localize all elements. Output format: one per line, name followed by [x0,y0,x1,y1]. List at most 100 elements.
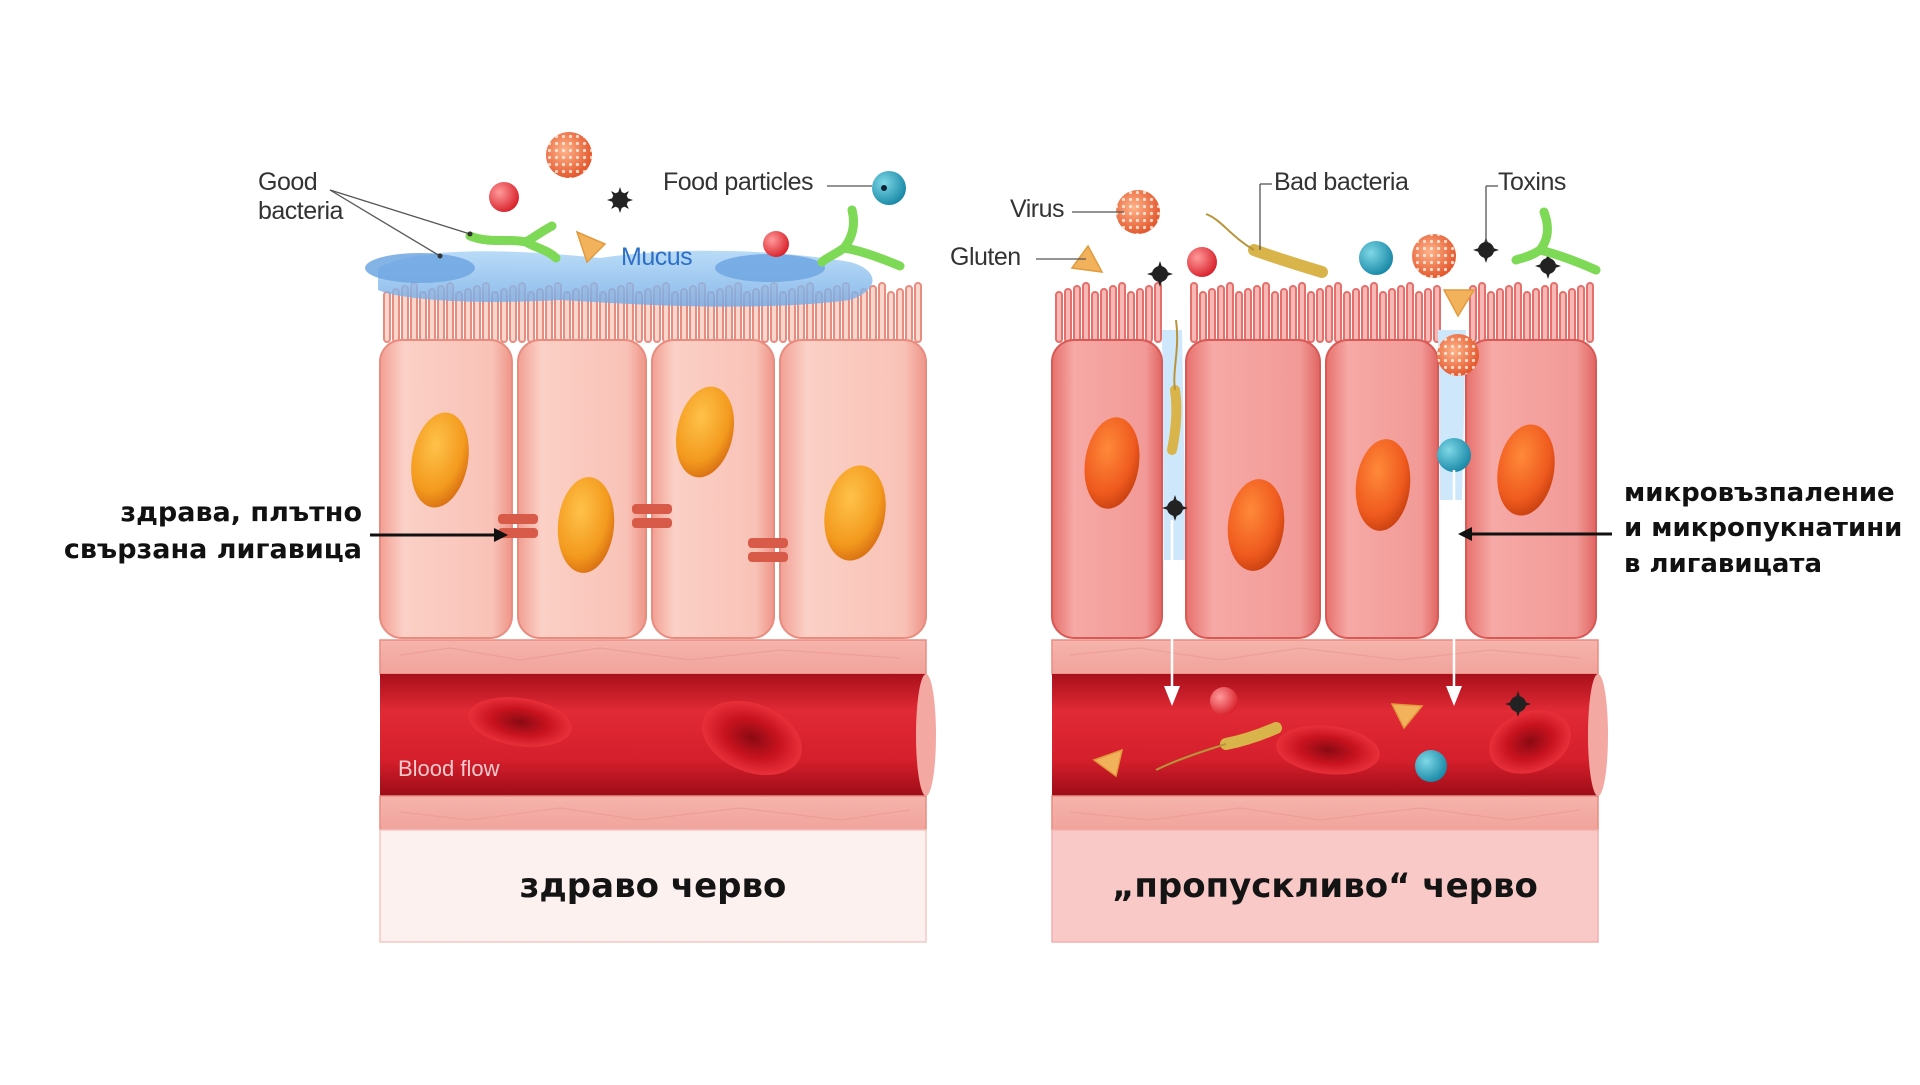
microvillus [1298,282,1306,343]
red-particle [489,182,519,212]
vessel-end [916,674,936,796]
pointer-dot [881,185,887,191]
microvillus [1100,288,1108,343]
food-particles-label: Food particles [663,168,814,196]
gluten-particle [575,230,607,264]
microvillus [1334,282,1342,343]
microvillus [1397,285,1405,343]
mucus-label: Mucus [621,243,693,271]
microvillus [1550,282,1558,343]
cell-nucleus [1084,417,1140,509]
virus-label: Virus [1010,195,1065,223]
red-blood-cell [1489,710,1571,774]
microvillus [878,282,886,343]
microvillus [1568,288,1576,343]
microvillus [1352,288,1360,343]
microvillus [1253,285,1261,343]
red-blood-cell [702,700,802,776]
microvillus [914,282,922,343]
leaky-side-note-line3: в лигавицата [1624,548,1822,579]
cell-nucleus [1355,439,1411,531]
mucus-blob-left [365,253,475,283]
leaky-side-note: микровъзпаление и микропукнатини в лигав… [1624,476,1902,582]
toxin-particle [1162,495,1188,521]
bad-bacteria [1167,385,1182,455]
microvillus [1244,288,1252,343]
cell-nucleus [824,465,886,561]
healthy-side-note-line2: свързана лигавица [63,533,362,565]
virus-texture [546,132,592,178]
mucus-blob-right [715,254,825,282]
gluten-particle [1092,748,1124,778]
microvillus [419,291,427,343]
microvillus [1496,288,1504,343]
good-bacteria [465,221,561,263]
microvillus [1577,285,1585,343]
gluten-label: Gluten [950,243,1021,271]
microvillus [869,285,877,343]
leaky-caption: „пропускливо“ черво [1112,866,1538,906]
red-particle [1210,687,1238,715]
vessel-wall-top [1051,639,1599,675]
toxin-particle [1473,237,1499,263]
cell-nucleus [411,412,469,508]
microvillus [383,291,391,343]
tight-junction [632,504,672,528]
microvillus [1559,291,1567,343]
virus-texture [1412,234,1456,278]
good-bacteria [817,205,905,271]
vessel-end [1588,674,1608,796]
bad-bacteria [1248,244,1328,278]
food-particle [1437,438,1471,472]
microvillus [1514,282,1522,343]
bacteria-flagellum [1155,743,1227,771]
cell-nucleus [1227,479,1285,571]
microvillus [1145,285,1153,343]
leaky-caption-box [1051,829,1599,943]
microvillus [1127,291,1135,343]
microvillus [1505,285,1513,343]
microvillus [1532,288,1540,343]
gluten-particle [1070,244,1104,273]
microvillus [1235,291,1243,343]
microvillus [1379,291,1387,343]
microvillus [1226,282,1234,343]
food-particle-icon [872,171,906,205]
microvillus [1343,291,1351,343]
wall-texture [399,647,911,821]
blood-flow-label: Blood flow [398,756,500,781]
vessel-wall-top [379,639,927,675]
microvillus [1316,288,1324,343]
microvillus [1325,285,1333,343]
leak-arrow [1164,520,1180,706]
microvillus [1064,288,1072,343]
microvillus [887,291,895,343]
microvillus [1361,285,1369,343]
microvillus [1136,288,1144,343]
toxins-label: Toxins [1498,168,1566,196]
microvillus [1109,285,1117,343]
healthy-side-arrow [370,528,508,542]
toxin-particle [607,187,633,213]
pointer-dot [467,231,473,237]
microvillus [1406,282,1414,343]
gluten-particle [1442,289,1476,318]
gluten-particle [1390,703,1424,730]
toxin-particle [1535,253,1561,279]
cell-nucleus [1497,424,1555,516]
microvillus [860,288,868,343]
microvillus [1541,285,1549,343]
blood-vessel [380,674,926,796]
good-bacteria-label-line2: bacteria [258,196,343,225]
microvillus [1370,282,1378,343]
microvillus [1415,291,1423,343]
microvillus [1262,282,1270,343]
food-particle [1415,750,1447,782]
microvillus [1199,291,1207,343]
healthy-caption: здраво черво [519,866,787,906]
food-particle [1359,241,1393,275]
bacteria-flagellum [1205,213,1255,251]
good-bacteria-label: Good bacteria [258,168,343,226]
tight-junction [498,514,538,538]
